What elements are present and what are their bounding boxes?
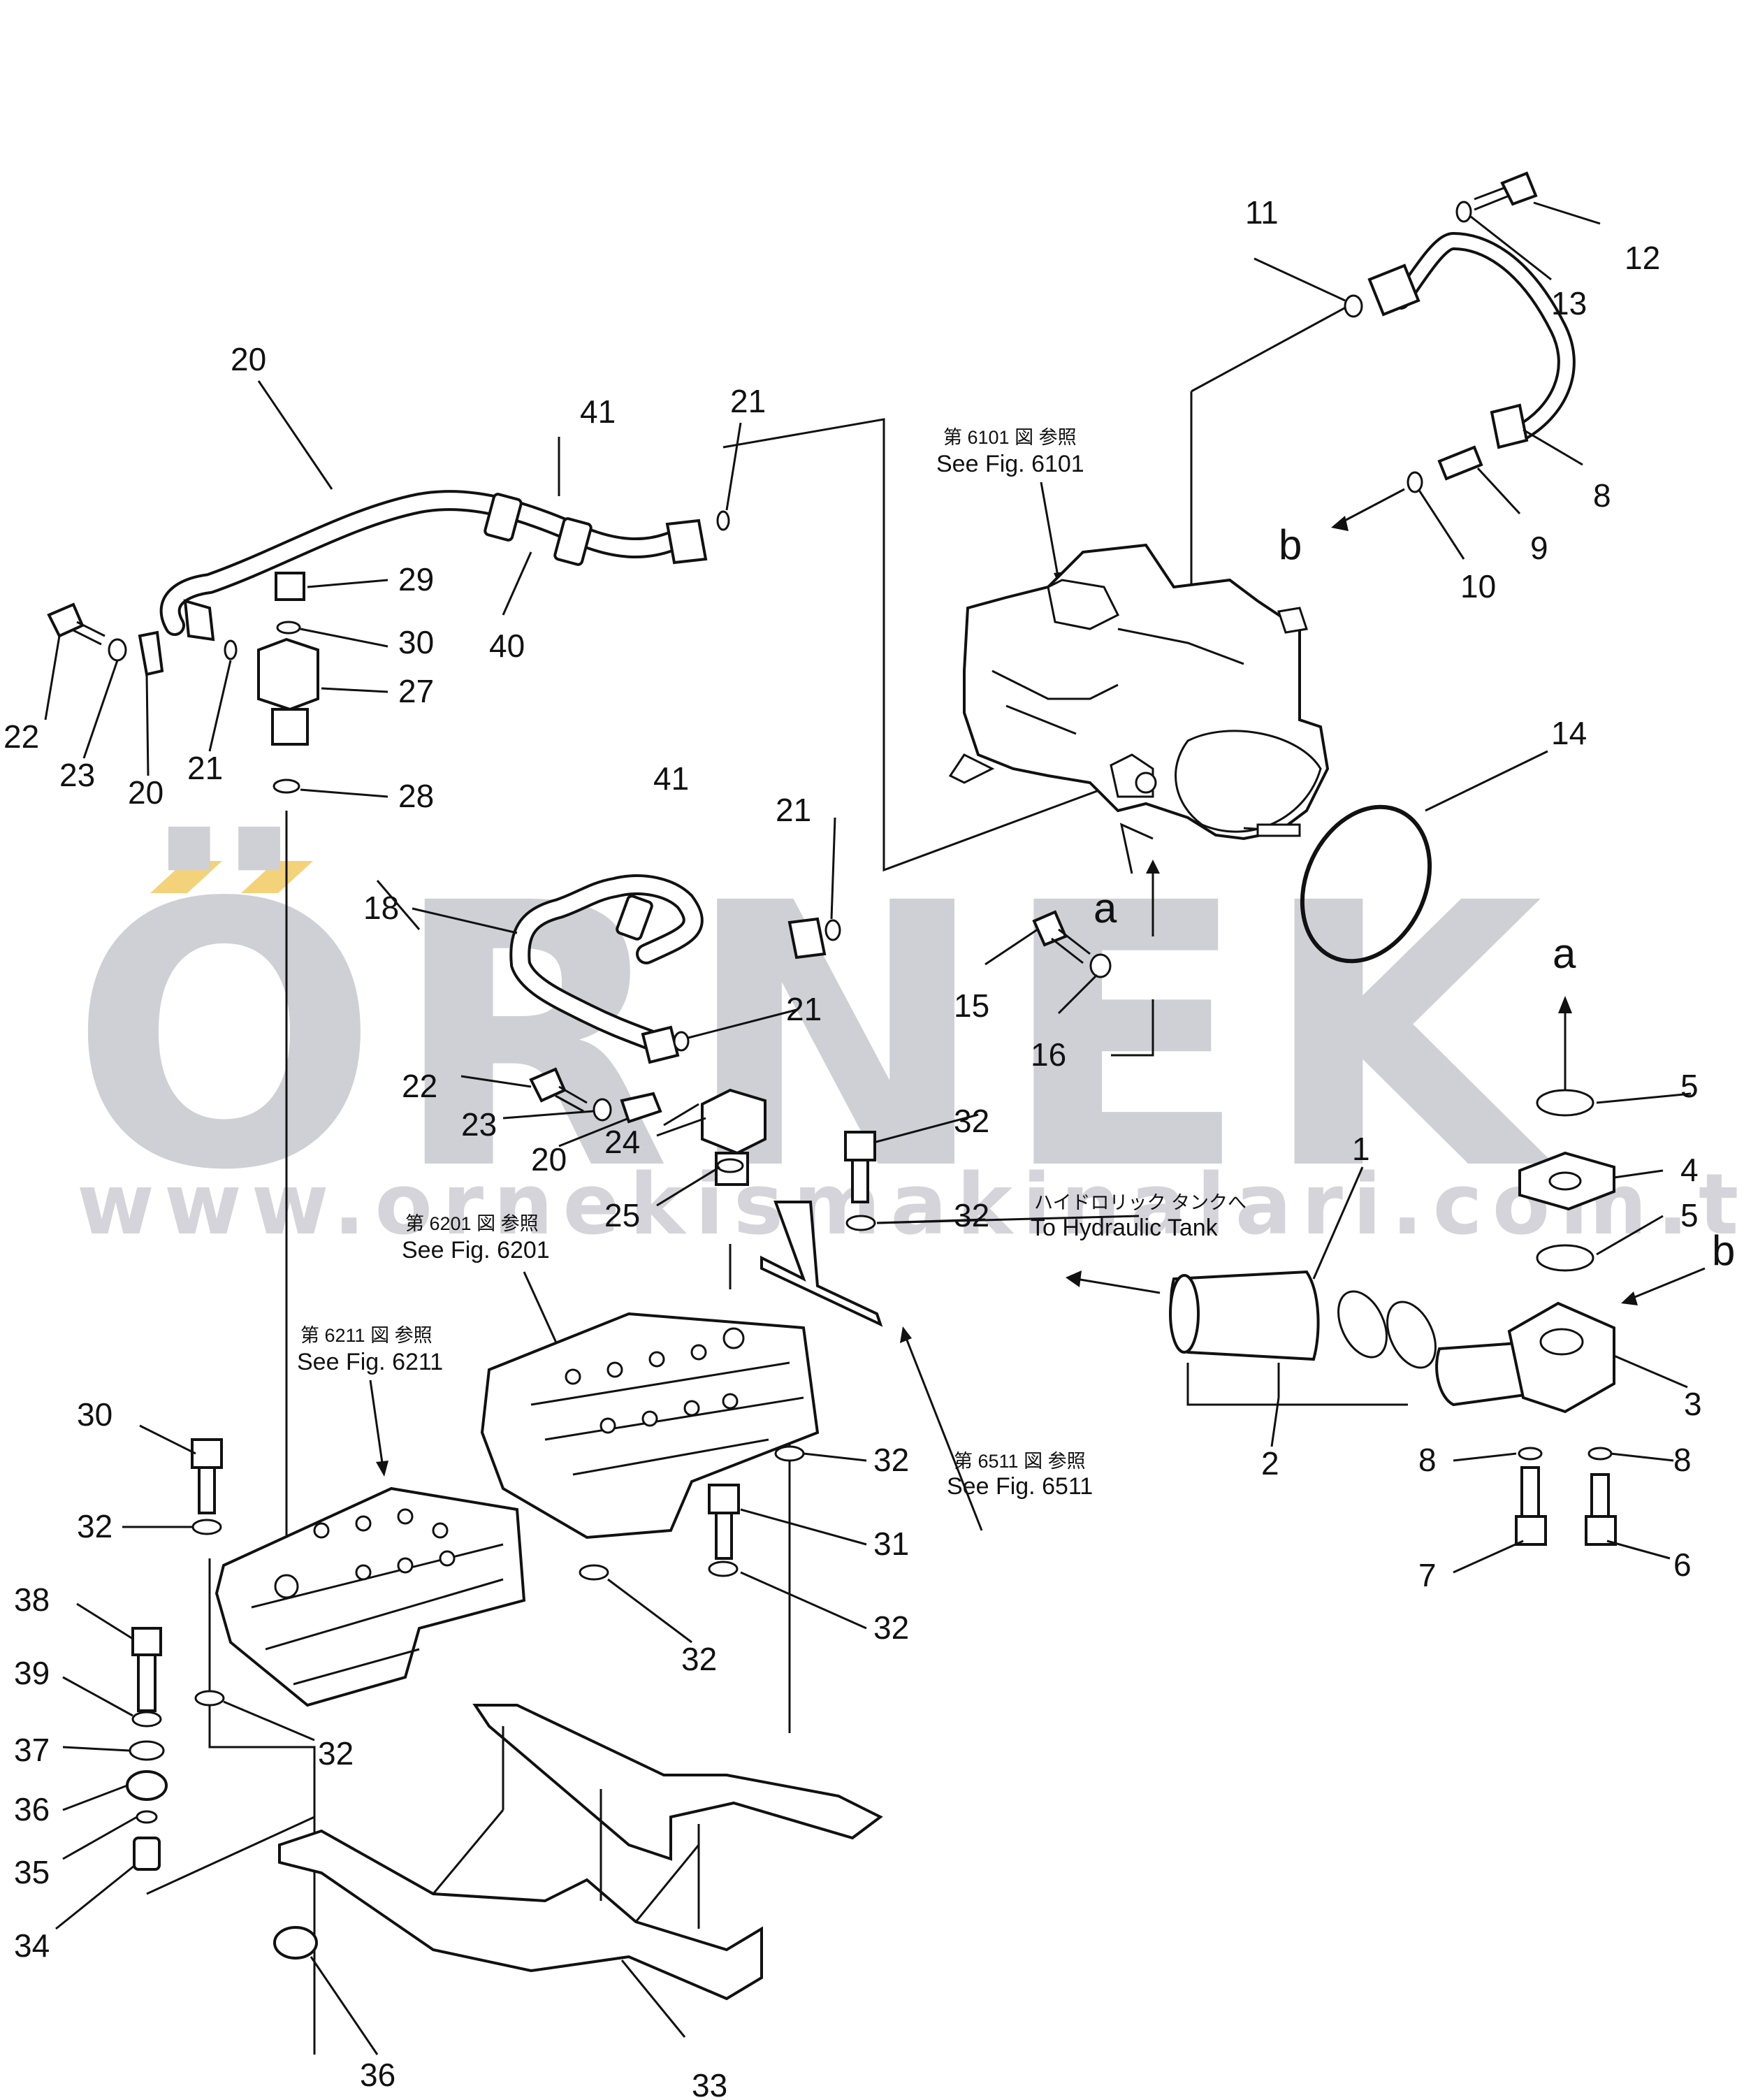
label-39: 39 bbox=[14, 1655, 50, 1691]
label-22-top: 22 bbox=[3, 718, 39, 755]
label-26: 27 bbox=[398, 673, 434, 709]
label-15: 14 bbox=[1551, 715, 1587, 751]
label-36-left: 36 bbox=[14, 1791, 50, 1827]
label-21-top: 21 bbox=[730, 383, 766, 419]
label-20-top: 20 bbox=[128, 774, 164, 811]
ref-6211-en: See Fig. 6211 bbox=[297, 1349, 443, 1375]
label-9: 8 bbox=[1593, 477, 1611, 514]
label-5-low: 5 bbox=[1680, 1197, 1699, 1233]
label-30-right: 31 bbox=[873, 1526, 909, 1562]
label-12: 11 bbox=[1245, 194, 1279, 231]
label-20-mid: 20 bbox=[531, 1141, 567, 1178]
flow-letter-b-pipe: b bbox=[1279, 521, 1302, 568]
label-22-mid: 22 bbox=[402, 1068, 437, 1104]
label-21-left: 21 bbox=[187, 750, 223, 786]
label-29: 30 bbox=[398, 624, 434, 660]
flow-letter-b-tank: b bbox=[1712, 1227, 1735, 1274]
label-32-e: 32 bbox=[873, 1609, 909, 1646]
pipe-9 bbox=[1367, 231, 1576, 449]
ref-6511-en: See Fig. 6511 bbox=[947, 1473, 1093, 1500]
watermark-url: www.ornekismakinalari.com.tr bbox=[77, 1157, 1744, 1254]
label-5-top: 5 bbox=[1680, 1068, 1699, 1104]
label-34: 34 bbox=[14, 1927, 50, 1964]
label-17: 16 bbox=[1031, 1036, 1066, 1073]
label-13: 12 bbox=[1625, 240, 1660, 276]
label-6: 6 bbox=[1673, 1547, 1692, 1583]
label-21-low: 21 bbox=[786, 991, 822, 1027]
label-leaders bbox=[44, 201, 1692, 2055]
label-27: 28 bbox=[398, 778, 434, 814]
label-8-left: 8 bbox=[1418, 1442, 1437, 1478]
flow-letter-a-tank: a bbox=[1553, 930, 1576, 977]
part-labels: 20 41 21 29 30 40 27 28 22 23 20 21 41 2… bbox=[3, 194, 1702, 2100]
label-24: 24 bbox=[604, 1124, 640, 1160]
label-14: 13 bbox=[1551, 285, 1587, 321]
label-18: 18 bbox=[363, 890, 399, 926]
watermark-accent-left bbox=[150, 861, 222, 893]
leader-lines bbox=[146, 303, 1706, 2055]
tank-note-en: To Hydraulic Tank bbox=[1031, 1215, 1219, 1241]
control-valve-6201 bbox=[480, 1312, 820, 1540]
label-37: 37 bbox=[14, 1732, 50, 1768]
label-10: 9 bbox=[1530, 530, 1548, 566]
ref-6101-en: See Fig. 6101 bbox=[936, 451, 1084, 477]
watermark: ÖRNEK www.ornekismakinalari.com.tr bbox=[70, 823, 1744, 1254]
label-38: 38 bbox=[14, 1581, 50, 1618]
reference-notes: 第 6101 図 参照 See Fig. 6101 第 6201 図 参照 Se… bbox=[297, 427, 1247, 1500]
control-valve-6211 bbox=[215, 1486, 526, 1707]
label-40-top: 40 bbox=[489, 628, 525, 664]
tank-note-jp: ハイドロリック タンクへ bbox=[1034, 1192, 1247, 1213]
label-28: 29 bbox=[398, 561, 434, 598]
flow-letter-a-pump: a bbox=[1093, 885, 1117, 932]
ref-6201-en: See Fig. 6201 bbox=[402, 1237, 550, 1263]
label-32-c: 32 bbox=[318, 1735, 354, 1772]
ref-6511-jp: 第 6511 図 参照 bbox=[954, 1451, 1086, 1472]
label-35: 35 bbox=[14, 1854, 50, 1890]
watermark-brand: ÖRNEK bbox=[70, 823, 1556, 1250]
label-25: 25 bbox=[604, 1197, 640, 1233]
label-23-top: 23 bbox=[59, 757, 95, 793]
label-1: 1 bbox=[1352, 1131, 1370, 1167]
flow-letters: a a b b bbox=[1093, 521, 1735, 1274]
small-parts bbox=[47, 171, 1617, 1960]
pipe-19 bbox=[159, 490, 708, 642]
ref-6211-jp: 第 6211 図 参照 bbox=[300, 1325, 433, 1346]
label-11: 10 bbox=[1460, 568, 1496, 604]
ref-6101-jp: 第 6101 図 参照 bbox=[943, 427, 1077, 448]
bracket-6511 bbox=[760, 1201, 883, 1327]
label-40-mid: 41 bbox=[653, 760, 689, 797]
label-32-a: 32 bbox=[954, 1197, 989, 1233]
label-3: 3 bbox=[1684, 1386, 1702, 1422]
label-32-b: 32 bbox=[77, 1508, 112, 1544]
label-33: 33 bbox=[692, 2067, 727, 2100]
label-31: 32 bbox=[954, 1103, 989, 1139]
label-8-right: 8 bbox=[1673, 1442, 1692, 1478]
frame-33 bbox=[278, 1704, 883, 2001]
label-32-f: 32 bbox=[681, 1641, 717, 1677]
watermark-accent-right bbox=[241, 861, 313, 893]
label-41-top: 41 bbox=[580, 393, 616, 430]
label-23-mid: 23 bbox=[461, 1106, 497, 1143]
hydraulic-pump bbox=[948, 543, 1330, 841]
label-16: 15 bbox=[954, 987, 989, 1024]
label-32-d: 32 bbox=[873, 1442, 909, 1478]
label-4: 4 bbox=[1680, 1152, 1699, 1188]
label-30-left: 30 bbox=[77, 1396, 112, 1433]
ref-6201-jp: 第 6201 図 参照 bbox=[405, 1213, 539, 1234]
pipe-18 bbox=[509, 874, 827, 1064]
label-19: 20 bbox=[231, 341, 266, 377]
label-36-bottom: 36 bbox=[360, 2057, 395, 2093]
label-21-mid: 21 bbox=[776, 792, 811, 828]
label-7: 7 bbox=[1418, 1557, 1437, 1593]
label-2: 2 bbox=[1261, 1445, 1279, 1482]
